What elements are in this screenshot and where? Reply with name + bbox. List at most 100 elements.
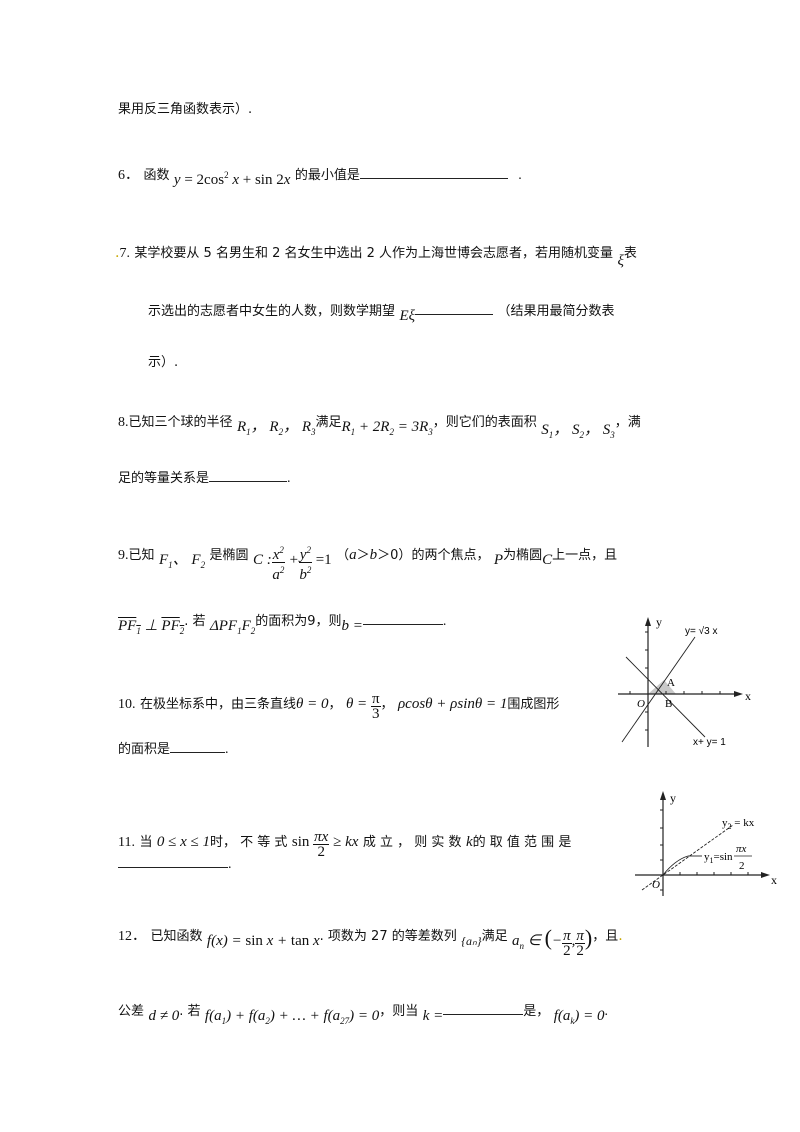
q8-end: . (287, 471, 291, 486)
q8-text4: ，满 (614, 415, 641, 430)
q12-text1: 已知函数 (150, 928, 203, 944)
q11-range: 0 ≤ x ≤ 1 (156, 833, 211, 850)
q12-end: . (604, 1004, 609, 1019)
q12-f: f(x) = sin x + tan x (206, 932, 320, 949)
q9-text2: 是椭圆 (209, 547, 249, 563)
q10-end: . (225, 742, 229, 757)
q8-text1: 已知三个球的半径 (128, 415, 233, 430)
q6-formula: y = 2cos2 x + sin 2x (173, 170, 291, 188)
q10-l3: ρcosθ + ρsinθ = 1 (397, 695, 508, 712)
q9-c: C (542, 551, 553, 568)
q8-text2: 满足 (315, 415, 342, 430)
q12-line2-text3: ，则当 (379, 1004, 419, 1019)
fig11-origin: O (652, 879, 660, 891)
q10-l1: θ = 0 (295, 695, 329, 712)
question-10-line2: 的面积是. (118, 738, 229, 760)
question-12: 12． 已知函数 f(x) = sin x + tan x. 项数为 27 的等… (118, 924, 623, 959)
answer-blank-10[interactable] (170, 738, 226, 753)
question-7-line2: 示选出的志愿者中女生的人数，则数学期望 Eξ （结果用最简分数表 (148, 300, 615, 324)
answer-blank-9[interactable] (362, 610, 443, 625)
q9-triangle: ΔPF1F2 (209, 618, 256, 636)
q11-text2: 时， 不 等 式 (210, 834, 288, 850)
question-8: 8.已知三个球的半径 R1， R2， R3满足R1 + 2R2 = 3R3，则它… (118, 412, 641, 440)
q12-text4: ，且 (592, 928, 619, 944)
q8-areas: S1， S2， S3 (541, 422, 615, 440)
figure-q11-graph: y y2 = kx y1=sin πx 2 O x (635, 791, 777, 896)
q10-number: 10. (118, 696, 136, 712)
q12-k: k = (422, 1008, 444, 1024)
question-6: 6． 函数 y = 2cos2 x + sin 2x 的最小值是 . (118, 160, 522, 188)
q12-d: d ≠ 0 (148, 1008, 180, 1024)
fig11-y-label: y (670, 791, 676, 805)
q12-line2-text1: 公差 (118, 1004, 145, 1019)
q6-text: 函数 (143, 168, 170, 183)
q9-text1: 已知 (128, 547, 155, 563)
question-8-line2: 足的等量关系是. (118, 467, 291, 489)
q9-b: b = (341, 618, 363, 634)
fig10-line1-label: y= √3 x (685, 625, 717, 637)
q10-text1: 在极坐标系中，由三条直线 (139, 696, 296, 712)
answer-blank-7[interactable] (415, 300, 494, 315)
fig10-y-label: y (656, 615, 662, 629)
q10-text2: 围成图形 (507, 696, 560, 712)
figure-q10-graph: y y= √3 x A O B x x+ y= 1 (618, 615, 751, 748)
q9-text4: 为椭圆 (503, 547, 543, 563)
q11-text1: 当 (139, 834, 153, 850)
q11-k: k (465, 833, 473, 850)
q9-p: P (493, 551, 504, 568)
q7-line1: 某学校要从 5 名男生和 2 名女生中选出 2 人作为上海世博会志愿者，若用随机… (134, 246, 614, 261)
q12-fk: f(ak) = 0 (553, 1008, 605, 1026)
q9-foci: F1、 F2 (158, 551, 206, 570)
q12-sum: f(a1) + f(a2) + … + f(a27) = 0 (204, 1008, 380, 1026)
answer-blank-8[interactable] (209, 467, 288, 482)
q7-var: ξ (617, 253, 624, 269)
fig10-line2-label: x+ y= 1 (693, 737, 726, 748)
fig10-point-b: B (665, 698, 672, 710)
q12-text3: 满足 (481, 928, 508, 944)
question-11-line2: . (118, 853, 232, 875)
q12-line2-text4: 是， (523, 1004, 550, 1019)
q9-line2-text2: 的面积为9，则 (255, 614, 342, 629)
question-7: .7. 某学校要从 5 名男生和 2 名女生中选出 2 人作为上海世博会志愿者，… (115, 245, 637, 269)
answer-blank-12[interactable] (443, 1000, 524, 1015)
q11-text4: 的 取 值 范 围 是 (472, 834, 572, 850)
q11-end: . (228, 857, 232, 872)
q7-line2: 示选出的志愿者中女生的人数，则数学期望 (148, 304, 396, 319)
q6-end: . (518, 168, 522, 183)
answer-blank-11[interactable] (118, 853, 228, 868)
q9-text5: 上一点，且 (552, 547, 618, 563)
q8-radii: R1， R2， R3 (236, 419, 316, 437)
q7-line1-end: 表 (623, 246, 637, 261)
q5-tail: 果用反三角函数表示）. (118, 102, 253, 117)
answer-blank-6[interactable] (359, 164, 508, 179)
svg-text:πx: πx (736, 843, 747, 855)
q9-vectors: PF1 ⊥ PF2 (118, 618, 185, 636)
q9-line2-text1: . 若 (184, 614, 206, 629)
q8-condition: R1 + 2R2 = 3R3 (341, 419, 433, 437)
q12-number: 12． (118, 928, 146, 944)
q10-line2: 的面积是 (118, 742, 171, 757)
q9-text3: 的两个焦点， (411, 547, 490, 563)
q10-sep: ， (328, 696, 342, 712)
question-12-line2: 公差 d ≠ 0. 若 f(a1) + f(a2) + … + f(a27) =… (118, 1000, 608, 1026)
q7-line3: 示）. (148, 355, 179, 370)
q9-end: . (442, 614, 447, 629)
q8-text3: ，则它们的表面积 (432, 415, 537, 430)
fig10-point-a: A (667, 677, 675, 689)
question-9-line2: PF1 ⊥ PF2. 若 ΔPF1F2的面积为9，则b =. (118, 610, 446, 636)
fig10-x-label: x (745, 689, 751, 703)
q7-line2-end: （结果用最简分数表 (497, 304, 615, 319)
q12-line2-text2: . 若 (179, 1004, 201, 1019)
svg-text:2: 2 (739, 860, 745, 872)
q6-number: 6． (118, 168, 139, 183)
q9-number: 9. (118, 547, 129, 563)
fig11-curve-label: y1=sin (704, 851, 733, 865)
q7-expect: Eξ (399, 308, 416, 324)
fig11-x-label: x (771, 873, 777, 887)
q8-number: 8. (118, 415, 129, 430)
